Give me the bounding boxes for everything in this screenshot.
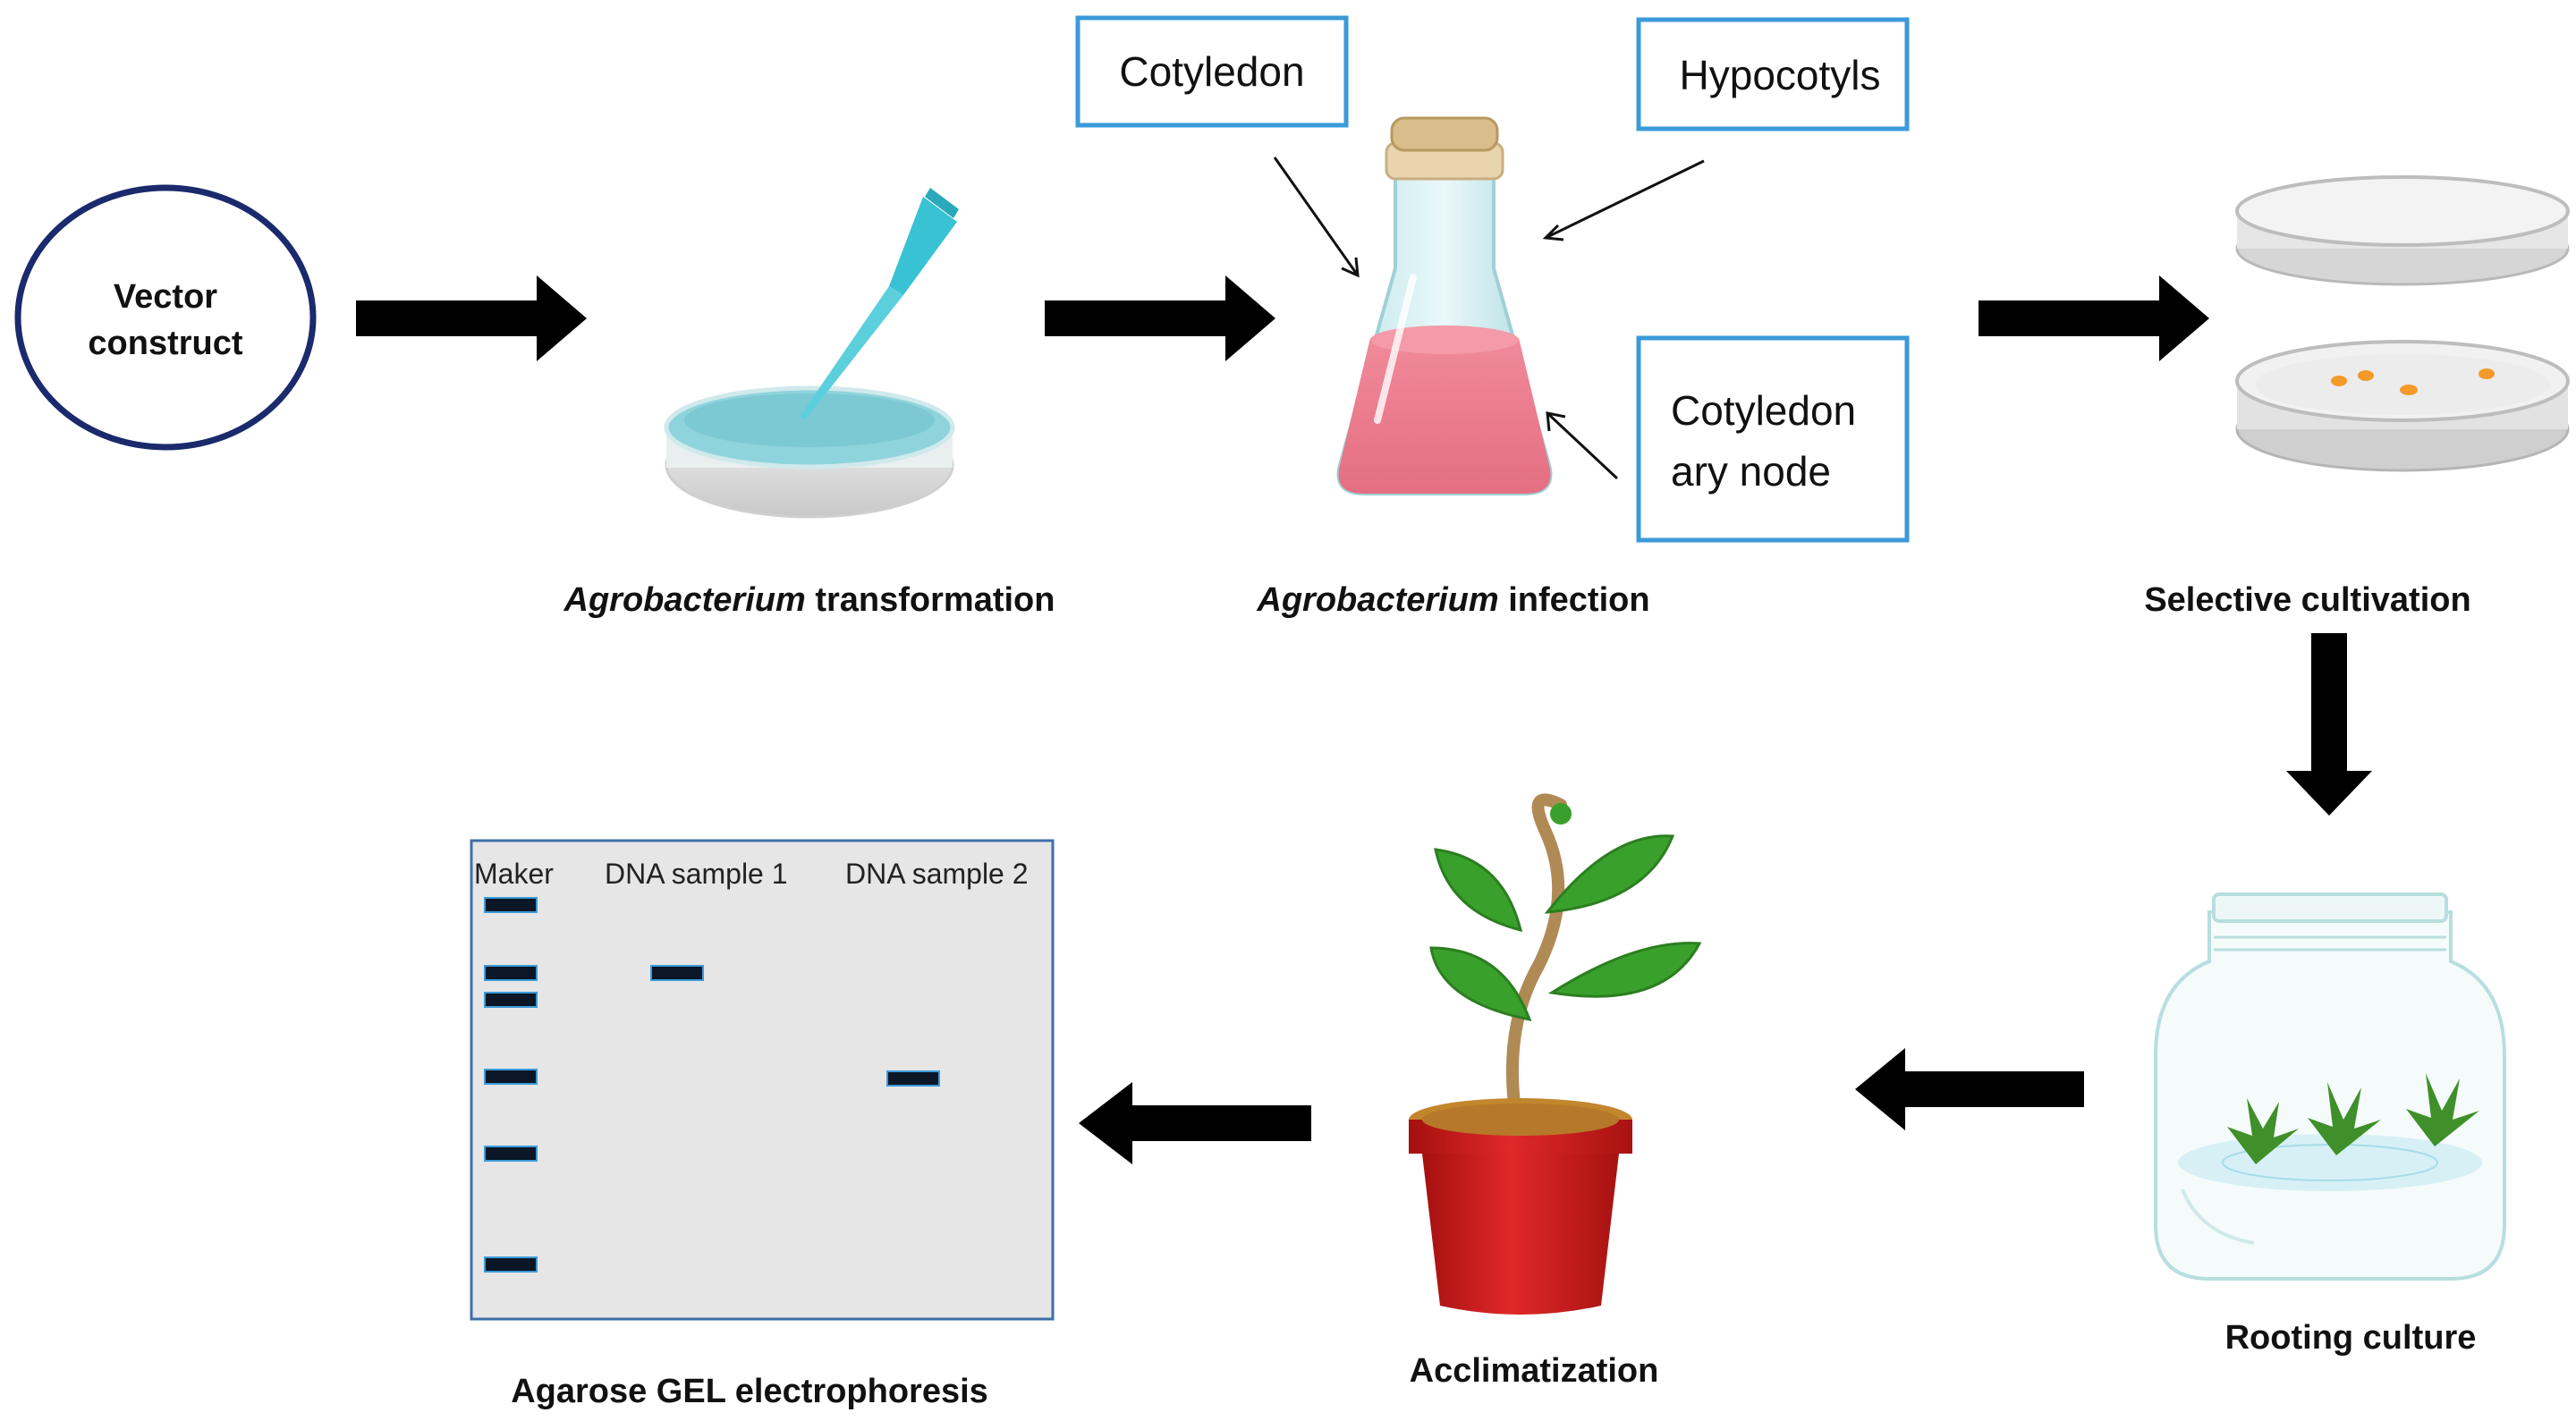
pointer-arrowhead-icon <box>1546 411 1566 432</box>
pointer-arrow-icon <box>1545 159 1705 240</box>
pointer-arrow-icon <box>1273 156 1360 276</box>
potted-plant-icon <box>1409 793 1702 1315</box>
pointer-arrowhead-icon <box>1542 224 1564 241</box>
caption-transformation: Agrobacterium transformation <box>564 581 1055 619</box>
explant-label-hypocotyls: Hypocotyls <box>1680 52 1881 98</box>
explant-label-node-line1: Cotyledon <box>1671 387 1856 434</box>
petri-dish-pipette-icon <box>664 188 959 519</box>
caption-rooting: Rooting culture <box>2225 1319 2477 1357</box>
gel-band-marker <box>484 897 538 913</box>
erlenmeyer-flask-icon <box>1336 116 1553 495</box>
gel-lane-label-sample1: DNA sample 1 <box>605 858 788 890</box>
colony-icon <box>2331 376 2347 386</box>
explant-box-cotyledonary-node: Cotyledon ary node <box>1636 335 1910 543</box>
gel-band-marker <box>484 1146 538 1162</box>
arrow-down-icon <box>2286 633 2372 816</box>
caption-acclimatization: Acclimatization <box>1410 1352 1659 1390</box>
vector-label-line1: Vector <box>114 278 217 316</box>
plantlet-icon <box>2227 1098 2299 1164</box>
gel-band-sample2 <box>886 1070 940 1087</box>
vector-label-line2: construct <box>88 325 242 362</box>
arrow-left-icon <box>1855 1048 2084 1130</box>
vector-construct-node: Vector construct <box>14 184 317 451</box>
gel-panel: Maker DNA sample 1 DNA sample 2 <box>470 839 1055 1321</box>
arrow-right-icon <box>1979 275 2209 361</box>
gel-background <box>470 839 1055 1321</box>
colony-icon <box>2400 385 2418 395</box>
pointer-arrowhead-icon <box>1341 257 1360 278</box>
gel-lane-label-maker: Maker <box>474 858 554 890</box>
gel-band-sample1 <box>650 965 704 981</box>
gel-band-marker <box>484 1256 538 1273</box>
vector-circle <box>14 184 317 451</box>
flow-arrows <box>356 275 2372 1164</box>
plantlet-icon <box>2308 1082 2381 1155</box>
explant-label-node-line2: ary node <box>1671 448 1831 495</box>
petri-dishes-icon <box>2235 175 2570 472</box>
caption-infection: Agrobacterium infection <box>1256 581 1649 619</box>
pointer-arrow-icon <box>1546 411 1619 480</box>
gel-band-marker <box>484 992 538 1008</box>
arrow-left-icon <box>1079 1082 1311 1164</box>
explant-label-cotyledon: Cotyledon <box>1119 48 1304 95</box>
gel-band-marker <box>484 1069 538 1085</box>
caption-selective: Selective cultivation <box>2144 581 2470 619</box>
colony-icon <box>2479 368 2495 379</box>
gel-lane-label-sample2: DNA sample 2 <box>845 858 1029 890</box>
explant-box-hypocotyls: Hypocotyls <box>1636 17 1910 131</box>
gel-band-marker <box>484 965 538 981</box>
arrow-right-icon <box>1045 275 1275 361</box>
arrow-right-icon <box>356 275 587 361</box>
jar-with-plantlets-icon <box>2154 892 2506 1281</box>
explant-box-cotyledon: Cotyledon <box>1075 15 1349 128</box>
plantlet-icon <box>2406 1073 2479 1146</box>
colony-icon <box>2358 370 2374 381</box>
pointer-lines <box>1273 156 1705 480</box>
caption-gel: Agarose GEL electrophoresis <box>511 1373 988 1410</box>
